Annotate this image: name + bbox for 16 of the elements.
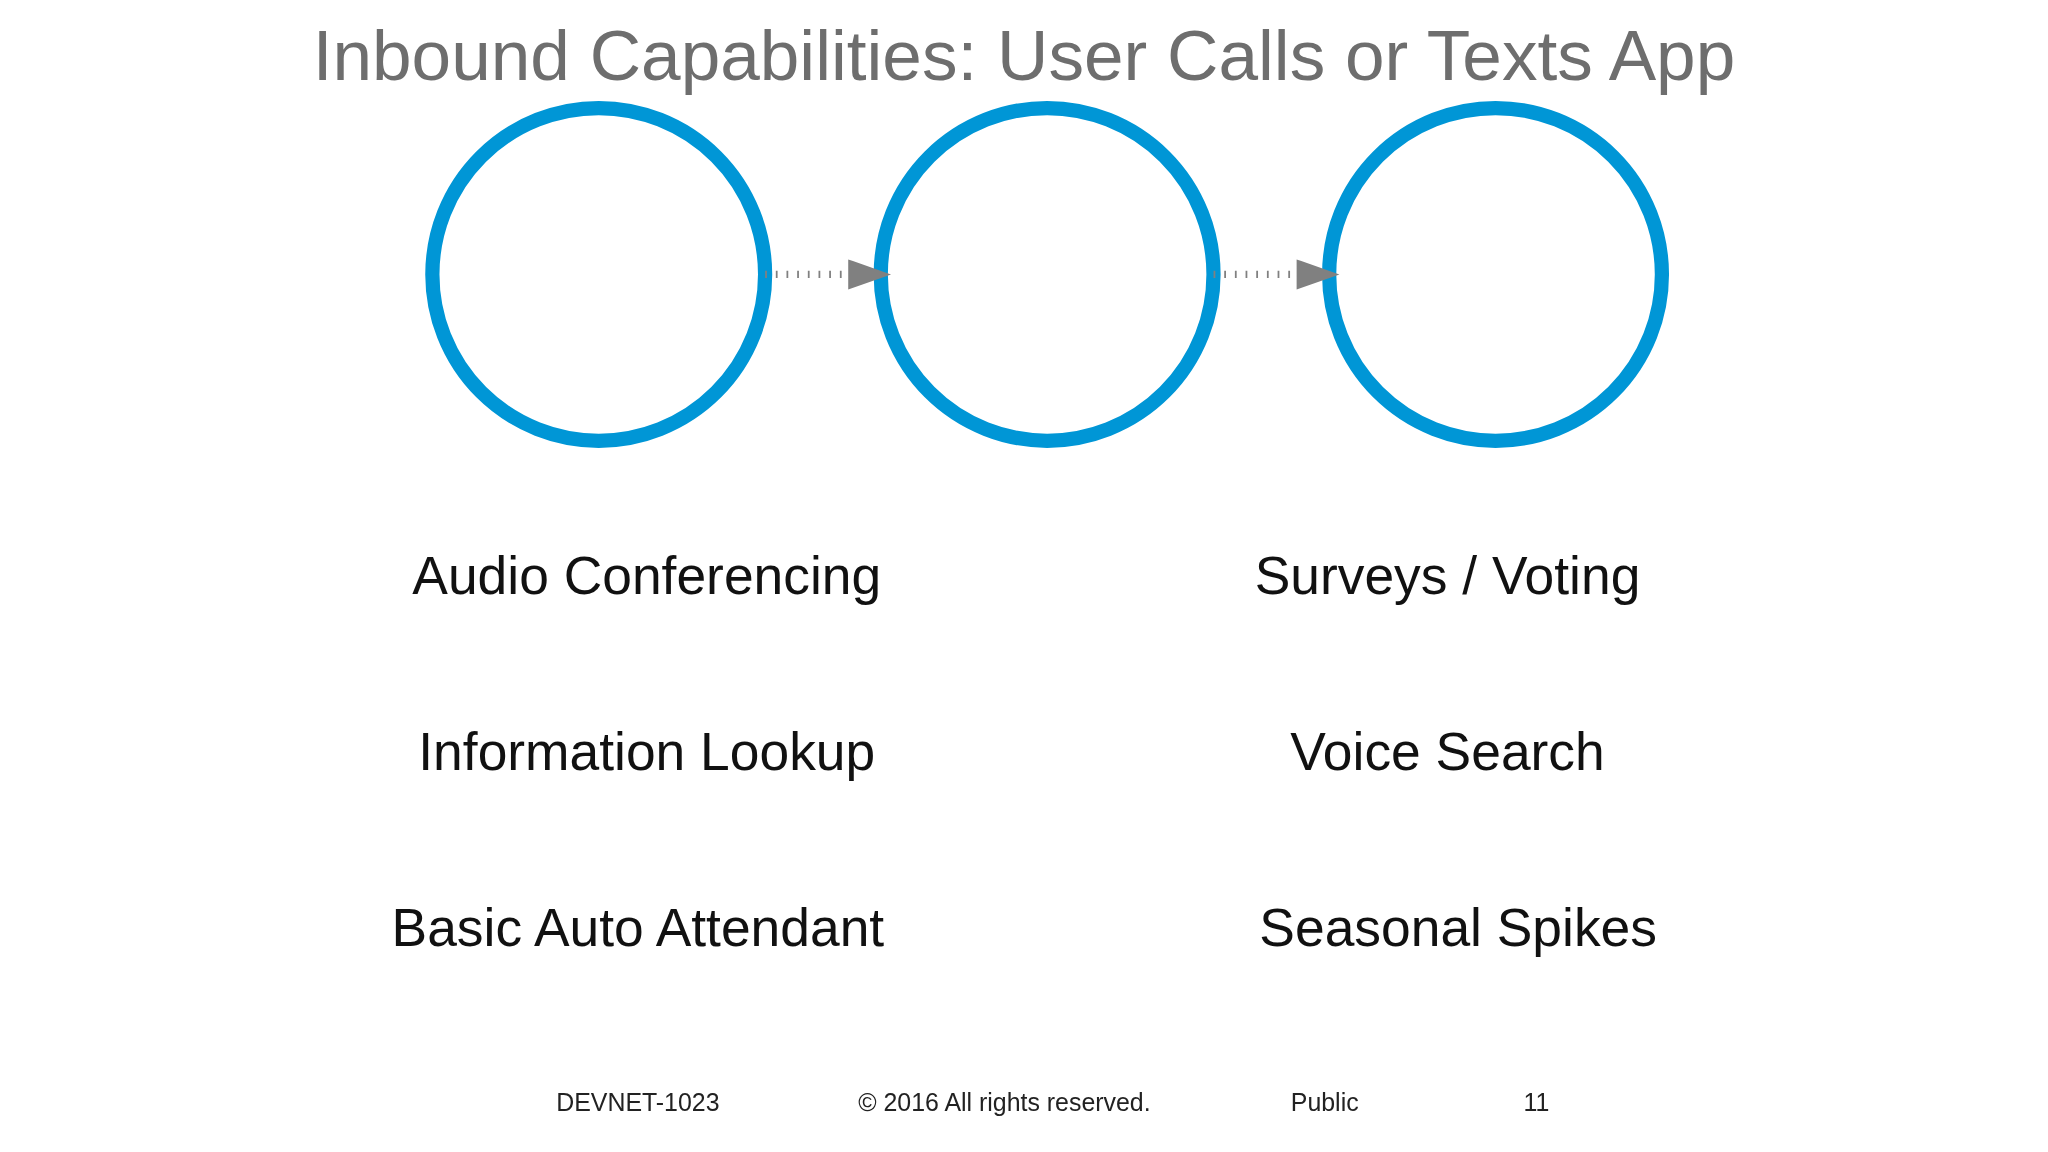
label: Seasonal Spikes	[1259, 898, 1657, 958]
label: Information Lookup	[418, 721, 876, 781]
arrow	[765, 259, 891, 290]
label: Audio Conferencing	[412, 545, 882, 605]
node-circle	[425, 100, 773, 448]
label: Basic Auto Attendant	[391, 898, 885, 958]
label: Surveys / Voting	[1254, 545, 1641, 605]
diagram-title: Inbound Capabilities: User Calls or Texts App	[312, 15, 1736, 95]
arrow	[1213, 259, 1340, 290]
label: Voice Search	[1290, 721, 1605, 781]
label: 11	[1523, 1088, 1550, 1117]
label: © 2016 All rights reserved.	[858, 1088, 1151, 1117]
label: DEVNET-1023	[556, 1088, 720, 1117]
label: Public	[1290, 1088, 1359, 1117]
node-circle	[873, 100, 1221, 448]
node-circle	[1322, 100, 1670, 448]
